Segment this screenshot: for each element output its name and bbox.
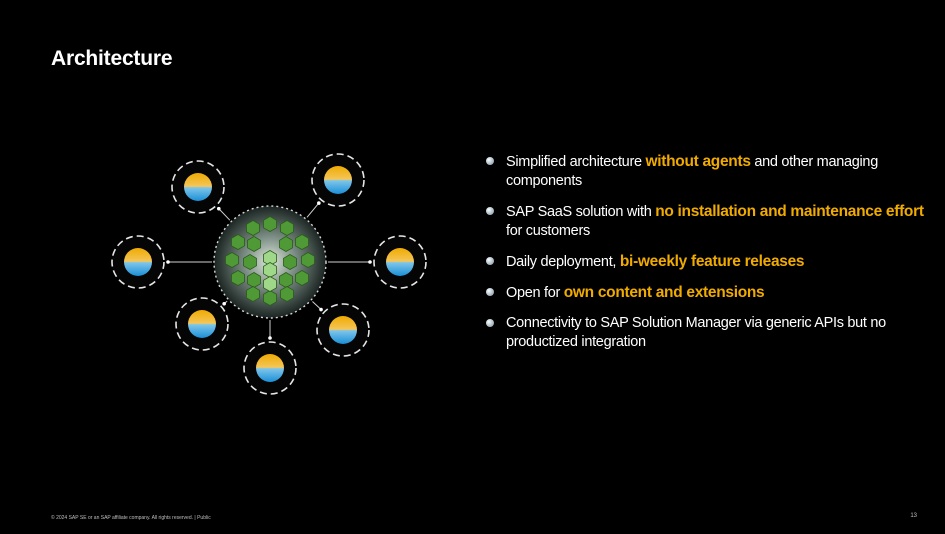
slide-title: Architecture xyxy=(51,47,173,70)
hexagon-cell xyxy=(301,252,315,268)
hub-dashed-ring xyxy=(213,205,327,319)
cloud-system-icon xyxy=(256,354,284,382)
hexagon-cell xyxy=(225,252,239,268)
hexagon-cell xyxy=(231,270,245,286)
hub-cluster xyxy=(213,205,327,319)
hexagon-cell xyxy=(295,270,309,286)
satellite-node xyxy=(243,341,297,395)
bullet-item: Daily deployment, bi-weekly feature rele… xyxy=(484,252,924,272)
cloud-system-icon xyxy=(188,310,216,338)
connector-arrow-tip xyxy=(166,260,170,264)
hexagon-cell xyxy=(246,286,260,302)
bullet-dot-icon xyxy=(486,257,494,265)
satellite-node xyxy=(175,297,229,351)
hexagon-cell xyxy=(283,254,297,270)
hexagon-cell xyxy=(247,272,261,288)
hexagon-cell xyxy=(280,286,294,302)
bullet-highlight: bi-weekly feature releases xyxy=(619,253,805,270)
hexagon-cell xyxy=(279,236,293,252)
satellite-node xyxy=(311,153,365,207)
hexagon-cell xyxy=(263,250,277,266)
bullet-item: Open for own content and extensions xyxy=(484,283,924,303)
bullet-dot-icon xyxy=(486,319,494,327)
connector-arrow-tip xyxy=(216,206,221,211)
hexagon-cell xyxy=(263,216,277,232)
bullet-text: and other managing components xyxy=(506,154,878,189)
satellite-node xyxy=(373,235,427,289)
bullet-item: SAP SaaS solution with no installation a… xyxy=(484,202,924,241)
bullet-text: for customers xyxy=(506,223,590,239)
hexagon-cell xyxy=(279,272,293,288)
bullet-text: Daily deployment, xyxy=(506,254,620,270)
connector-line xyxy=(306,202,320,218)
connector-arrow-tip xyxy=(222,301,226,306)
satellite-node xyxy=(111,235,165,289)
connector-arrow-tip xyxy=(317,201,321,205)
page-number: 13 xyxy=(910,513,917,519)
connector-arrow-tip xyxy=(268,336,272,340)
hexagon-cell xyxy=(280,220,294,236)
hexagon-cell xyxy=(231,234,245,250)
bullet-text: Open for xyxy=(506,285,564,301)
hexagon-cell xyxy=(246,220,260,236)
bullet-item: Connectivity to SAP Solution Manager via… xyxy=(484,314,924,352)
hexagon-cell xyxy=(263,290,277,306)
cloud-system-icon xyxy=(124,248,152,276)
bullet-dot-icon xyxy=(486,207,494,215)
hexagon-cell xyxy=(263,276,277,292)
connector-lines xyxy=(166,201,372,340)
satellite-node xyxy=(171,160,225,214)
cloud-system-icon xyxy=(386,248,414,276)
bullet-item: Simplified architecture without agents a… xyxy=(484,152,924,191)
footer-copyright: © 2024 SAP SE or an SAP affiliate compan… xyxy=(51,515,211,521)
cloud-system-icon xyxy=(184,173,212,201)
hexagon-cell xyxy=(243,254,257,270)
connector-line xyxy=(218,208,231,221)
hexagon-cell xyxy=(295,234,309,250)
cloud-system-icon xyxy=(329,316,357,344)
bullet-highlight: own content and extensions xyxy=(563,284,765,301)
cloud-system-icon xyxy=(324,166,352,194)
bullet-text: Connectivity to SAP Solution Manager via… xyxy=(506,315,886,350)
connector-line xyxy=(312,301,322,310)
bullet-text: SAP SaaS solution with xyxy=(506,204,656,220)
connector-arrow-tip xyxy=(368,260,372,264)
bullet-dot-icon xyxy=(486,157,494,165)
connector-arrow-tip xyxy=(319,307,323,312)
architecture-diagram xyxy=(111,153,427,395)
bullet-highlight: without agents xyxy=(645,153,751,170)
satellite-node xyxy=(316,303,370,357)
hexagon-cell xyxy=(247,236,261,252)
bullet-dot-icon xyxy=(486,288,494,296)
bullet-list: Simplified architecture without agents a… xyxy=(484,152,924,352)
bullet-text: Simplified architecture xyxy=(506,154,646,170)
hexagon-cell xyxy=(263,262,277,278)
bullet-highlight: no installation and maintenance effort xyxy=(655,203,924,220)
satellite-nodes xyxy=(111,153,427,395)
